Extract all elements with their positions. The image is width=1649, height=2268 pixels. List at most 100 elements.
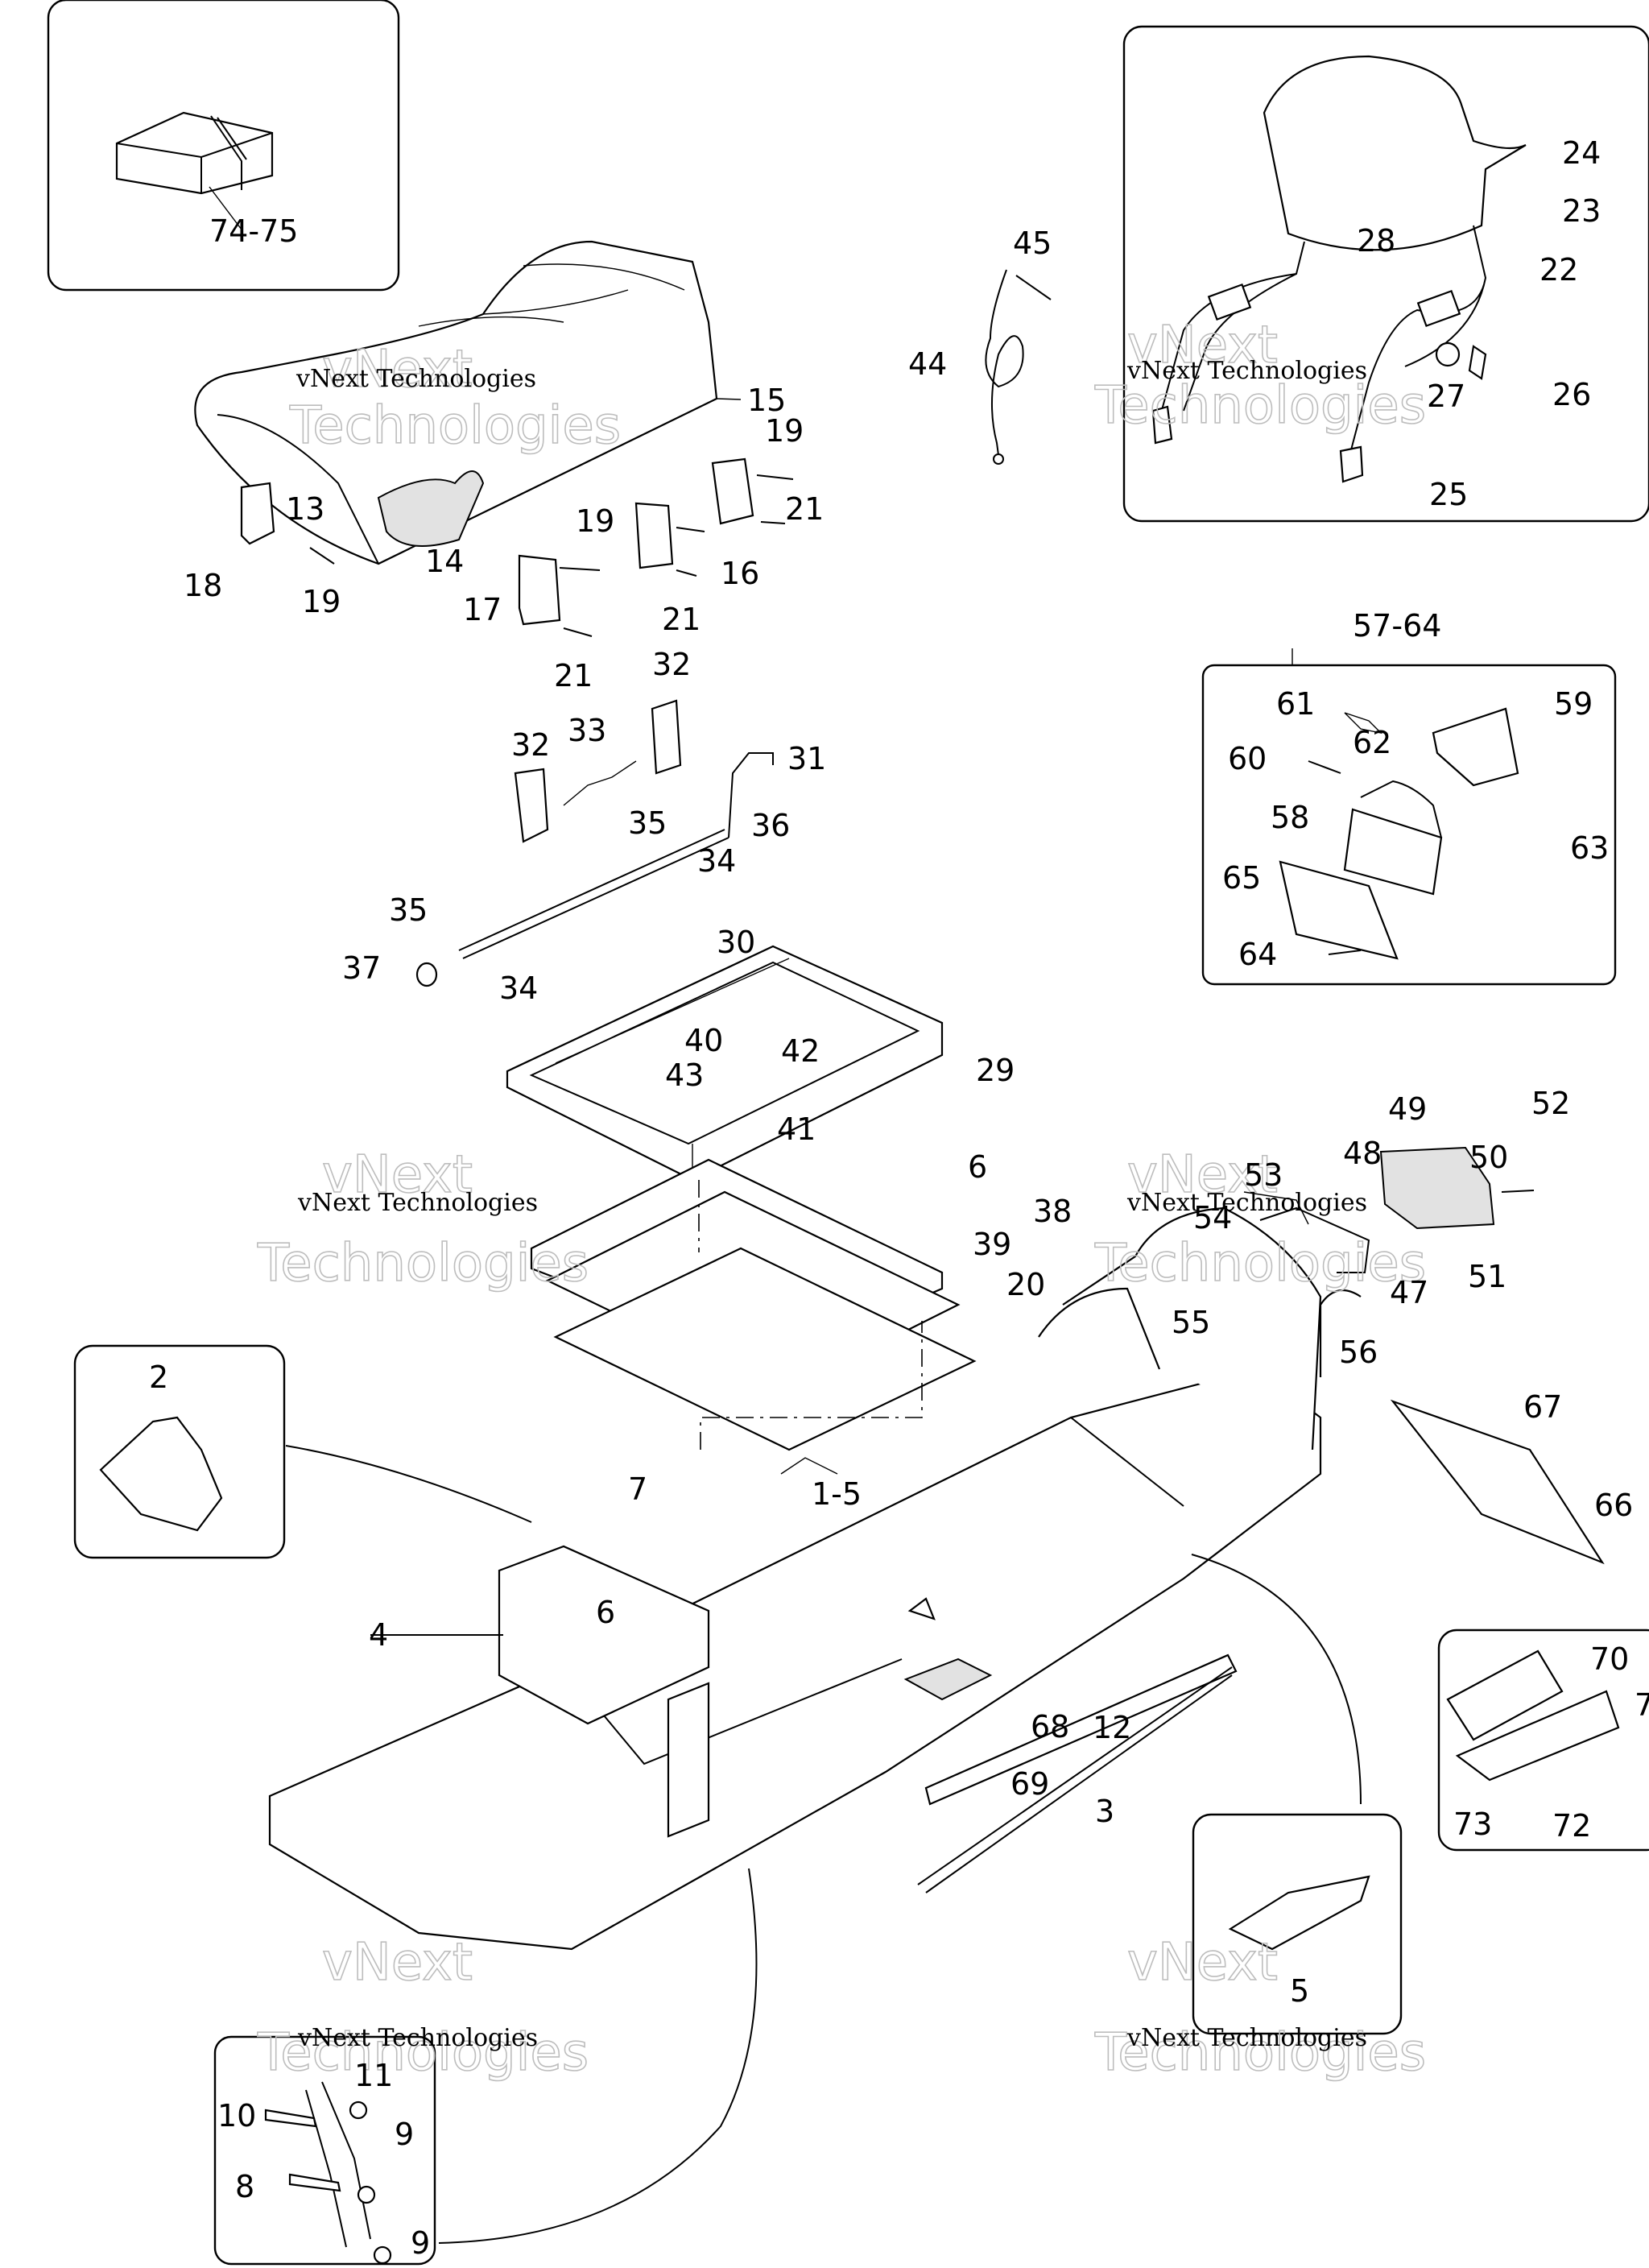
callout-24: 24: [1562, 135, 1601, 171]
callout-55: 55: [1172, 1305, 1210, 1340]
callout-25: 25: [1429, 477, 1468, 512]
callout-10: 10: [217, 2098, 256, 2133]
callout-67: 67: [1523, 1389, 1562, 1425]
callouts: 74-75 15 13 14 18 19 19 19 17 16 21 21 2…: [149, 135, 1649, 2261]
callout-19b: 19: [576, 503, 614, 539]
callout-70: 70: [1590, 1641, 1629, 1677]
callout-35b: 35: [389, 892, 428, 928]
callout-23: 23: [1562, 193, 1601, 229]
callout-58: 58: [1271, 800, 1309, 835]
callout-51: 51: [1468, 1259, 1506, 1294]
svg-text:vNext Technologies: vNext Technologies: [1126, 1189, 1367, 1217]
callout-9b: 9: [411, 2225, 430, 2261]
leader-lines: [285, 648, 1362, 2244]
callout-3: 3: [1095, 1794, 1114, 1829]
callout-33: 33: [568, 713, 606, 748]
callout-5: 5: [1290, 1973, 1309, 2009]
callout-72: 72: [1552, 1808, 1591, 1844]
svg-text:Technologies: Technologies: [1094, 2023, 1426, 2083]
callout-6b: 6: [596, 1595, 615, 1630]
deflector-part: [1446, 1649, 1620, 1782]
callout-21a: 21: [785, 491, 824, 527]
svg-text:vNext: vNext: [1127, 1145, 1278, 1205]
callout-30: 30: [717, 925, 755, 960]
license-plate-part: [1390, 1399, 1605, 1565]
callout-27: 27: [1427, 379, 1465, 414]
callout-44: 44: [908, 346, 947, 382]
taillight-part: [1215, 1146, 1535, 1330]
main-frame-part: [268, 1206, 1362, 1951]
watermarks: vNext Technologies vNext Technologies vN…: [256, 315, 1427, 2084]
callout-43: 43: [665, 1057, 704, 1093]
callout-32b: 32: [511, 727, 550, 763]
svg-text:vNext: vNext: [322, 340, 473, 399]
svg-text:vNext Technologies: vNext Technologies: [1126, 357, 1367, 385]
svg-text:Technologies: Technologies: [289, 396, 621, 456]
seat-hinges: [240, 457, 794, 637]
callout-8: 8: [235, 2169, 254, 2204]
bracket-2-part: [99, 1416, 223, 1532]
callout-22: 22: [1539, 252, 1578, 288]
callout-57-64: 57-64: [1353, 608, 1441, 644]
callout-36: 36: [751, 808, 790, 843]
rod-assembly-part: [415, 699, 774, 987]
callout-21c: 21: [554, 658, 593, 693]
seat-cover-part: [115, 111, 274, 230]
callout-50: 50: [1469, 1140, 1508, 1175]
callout-37: 37: [342, 950, 381, 986]
lanyard-part: [985, 269, 1052, 465]
callout-26: 26: [1552, 377, 1591, 412]
svg-text:vNext: vNext: [1127, 316, 1278, 375]
bolts-part: [264, 2081, 392, 2265]
callout-39: 39: [973, 1227, 1011, 1262]
callout-1-5: 1-5: [812, 1476, 862, 1512]
callout-48: 48: [1343, 1136, 1382, 1171]
svg-text:vNext Technologies: vNext Technologies: [297, 2024, 538, 2052]
callout-74-75: 74-75: [209, 213, 298, 249]
callout-35a: 35: [628, 805, 667, 841]
callout-63: 63: [1570, 830, 1609, 866]
callout-29: 29: [976, 1053, 1015, 1088]
callout-53: 53: [1244, 1157, 1283, 1193]
callout-19a: 19: [302, 584, 341, 619]
callout-18: 18: [184, 568, 222, 603]
callout-34b: 34: [499, 971, 538, 1006]
callout-40: 40: [684, 1023, 723, 1058]
callout-61: 61: [1276, 686, 1315, 722]
callout-65: 65: [1222, 860, 1261, 896]
callout-47: 47: [1390, 1275, 1428, 1310]
plate-5-part: [1228, 1875, 1370, 1951]
hitch-part: [1279, 707, 1519, 960]
callout-42: 42: [781, 1033, 820, 1069]
callout-32a: 32: [652, 647, 691, 682]
callout-19c: 19: [765, 413, 804, 449]
callout-20: 20: [1006, 1267, 1045, 1302]
callout-7: 7: [628, 1471, 647, 1507]
callout-21b: 21: [662, 602, 701, 637]
callout-60: 60: [1228, 741, 1267, 776]
callout-12: 12: [1093, 1710, 1131, 1745]
callout-66: 66: [1594, 1488, 1633, 1523]
callout-68: 68: [1031, 1709, 1069, 1744]
svg-text:Technologies: Technologies: [257, 1234, 589, 1293]
callout-56: 56: [1339, 1335, 1378, 1370]
callout-62: 62: [1353, 725, 1391, 760]
callout-15: 15: [747, 383, 786, 418]
backrest-part: [1151, 55, 1527, 483]
callout-52: 52: [1531, 1086, 1570, 1121]
callout-6a: 6: [968, 1149, 987, 1185]
callout-2: 2: [149, 1360, 168, 1395]
callout-38: 38: [1033, 1194, 1072, 1229]
callout-11: 11: [354, 2058, 393, 2093]
callout-4: 4: [369, 1617, 388, 1653]
callout-54: 54: [1193, 1200, 1232, 1235]
callout-71: 71: [1635, 1687, 1649, 1723]
floor-panels-part: [530, 1158, 977, 1451]
seat-part: [194, 240, 742, 565]
svg-text:vNext Technologies: vNext Technologies: [1126, 2024, 1367, 2052]
svg-text:vNext: vNext: [322, 1145, 473, 1205]
callout-31: 31: [787, 741, 826, 776]
callout-13: 13: [286, 491, 324, 527]
callout-49: 49: [1388, 1091, 1427, 1127]
